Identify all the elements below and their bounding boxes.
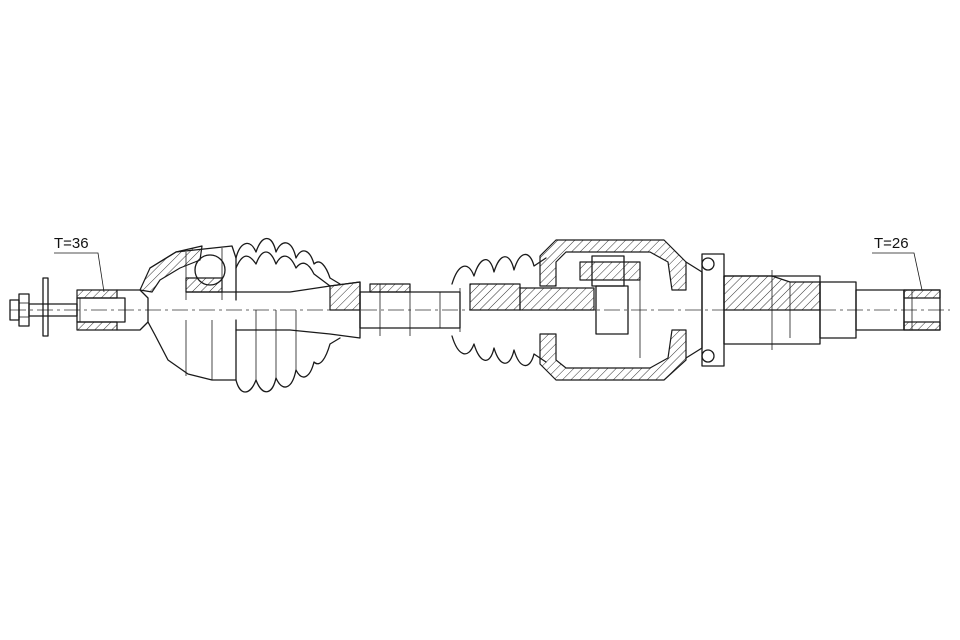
outer-stub-shaft [76, 289, 149, 331]
left-thread-label: T=36 [54, 235, 89, 252]
outer-cv-housing [139, 245, 237, 381]
right-thread-callout: T=26 [872, 235, 923, 291]
inner-tripod-housing [519, 239, 703, 381]
right-thread-label: T=26 [874, 235, 909, 252]
intermediate-shaft [235, 281, 461, 339]
outer-boot [235, 237, 341, 393]
output-shaft-housing [701, 253, 941, 367]
left-thread-callout: T=36 [54, 235, 105, 293]
washer [42, 277, 49, 337]
